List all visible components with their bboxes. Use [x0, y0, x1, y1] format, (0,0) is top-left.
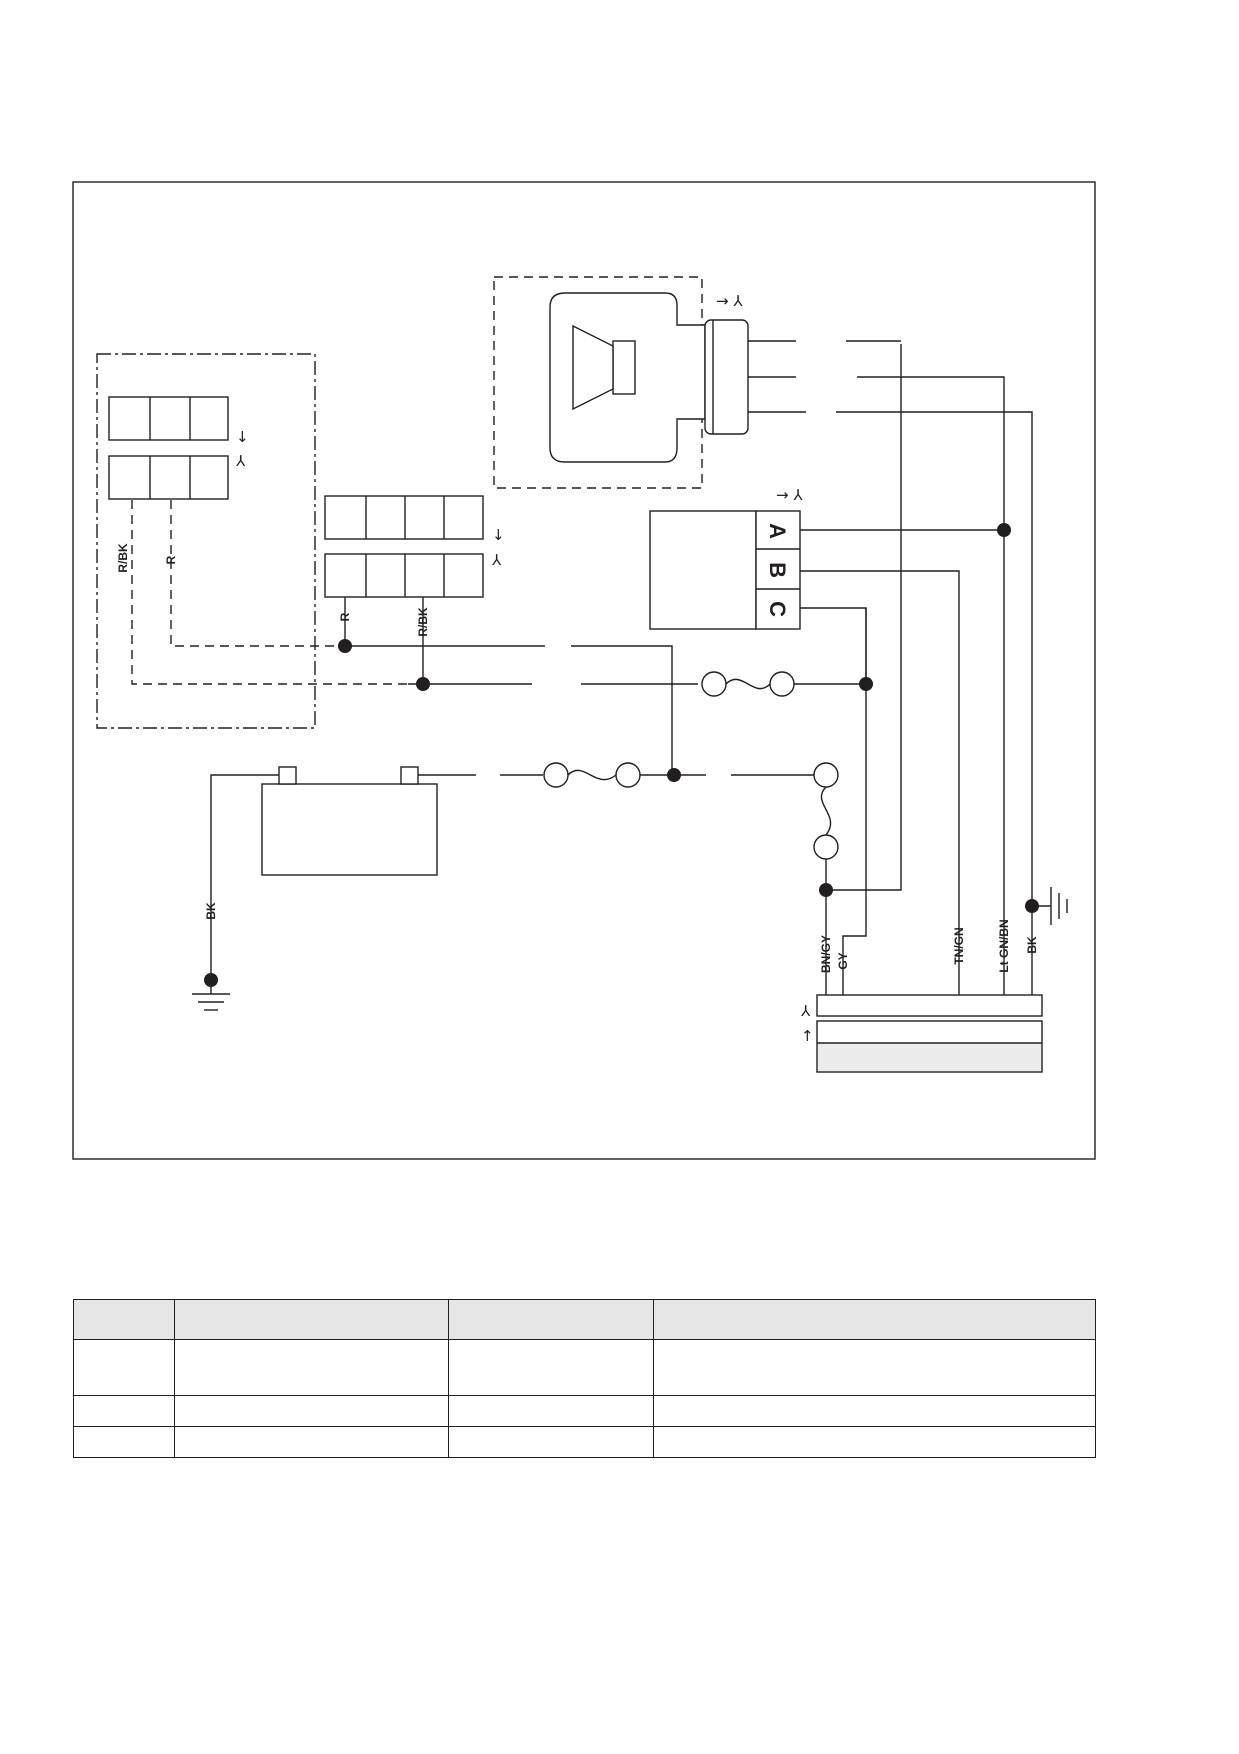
table-cell	[174, 1395, 449, 1427]
battery	[261, 783, 438, 876]
main-fuse	[543, 762, 641, 788]
left-connector-top	[108, 396, 229, 441]
relay-pin-block	[755, 510, 801, 630]
label-lt-gn-bn: Lt GN/BN	[997, 919, 1011, 972]
label-tn-gn: TN/GN	[952, 927, 966, 964]
speaker-icon	[572, 324, 636, 411]
table-cell	[448, 1339, 654, 1396]
horn-connector	[704, 319, 749, 435]
table-cell	[174, 1339, 449, 1396]
relay-pin-b: B	[765, 562, 790, 578]
table-row	[73, 1395, 1096, 1427]
left-connector-arrow-symbol: ↓	[236, 428, 249, 446]
relay-pin-a: A	[765, 523, 790, 539]
mid-connector-fork-symbol: ⅄	[491, 551, 502, 569]
fuse-upper	[701, 671, 795, 697]
table-cell	[448, 1395, 654, 1427]
diagram-frame	[72, 181, 1096, 1160]
table-cell	[653, 1426, 1096, 1458]
mid-connector-top	[324, 495, 484, 540]
label-r-left: R	[164, 555, 178, 564]
relay-body	[649, 510, 757, 630]
table-header-cell	[174, 1299, 449, 1340]
bottom-connector-fork-symbol: ⅄	[800, 1002, 811, 1020]
ground-symbol-right	[1050, 887, 1068, 925]
mid-connector-arrow-symbol: ↓	[492, 526, 505, 544]
left-connector-fork-symbol: ⅄	[235, 452, 246, 470]
table-header-cell	[653, 1299, 1096, 1340]
table-cell	[653, 1395, 1096, 1427]
table-cell	[73, 1339, 175, 1396]
table-cell	[174, 1426, 449, 1458]
label-rbk-mid: R/BK	[416, 607, 430, 637]
table-header-cell	[73, 1299, 175, 1340]
table-row	[73, 1339, 1096, 1396]
relay-connector-symbol: → ⅄	[776, 486, 803, 504]
ground-junction-left	[204, 973, 218, 987]
battery-terminal-left	[278, 766, 297, 785]
bottom-connector-top	[816, 994, 1043, 1017]
bottom-connector-shade	[818, 1043, 1041, 1071]
bottom-connector-arrow-symbol: ↑	[801, 1027, 814, 1045]
ground-symbol-left	[192, 987, 230, 1011]
left-connector-bottom	[108, 455, 229, 500]
junction-main-fuse	[667, 768, 681, 782]
table-cell	[73, 1426, 175, 1458]
label-bk-battery: BK	[204, 902, 218, 920]
label-r-mid: R	[338, 612, 352, 621]
junction-pin-a	[997, 523, 1011, 537]
battery-terminal-right	[400, 766, 419, 785]
junction-rbk	[416, 677, 430, 691]
horn-connector-symbol: → ⅄	[716, 292, 743, 310]
reference-table	[73, 1299, 1096, 1458]
junction-r	[338, 639, 352, 653]
table-row	[73, 1426, 1096, 1458]
label-bn-gy: BN/GY	[819, 935, 833, 973]
mid-connector-bottom	[324, 553, 484, 598]
table-cell	[653, 1339, 1096, 1396]
table-header-row	[73, 1299, 1096, 1340]
table-cell	[73, 1395, 175, 1427]
table-cell	[448, 1426, 654, 1458]
table-header-cell	[448, 1299, 654, 1340]
label-rbk-left: R/BK	[116, 543, 130, 573]
wiring-diagram: ↓ ⅄ ↓ ⅄	[72, 181, 1096, 1160]
relay-pin-c: C	[765, 601, 790, 617]
label-gy: GY	[836, 952, 850, 969]
left-component-enclosure	[96, 353, 316, 729]
label-bk-right: BK	[1025, 936, 1039, 954]
fuse-vertical	[813, 762, 839, 860]
